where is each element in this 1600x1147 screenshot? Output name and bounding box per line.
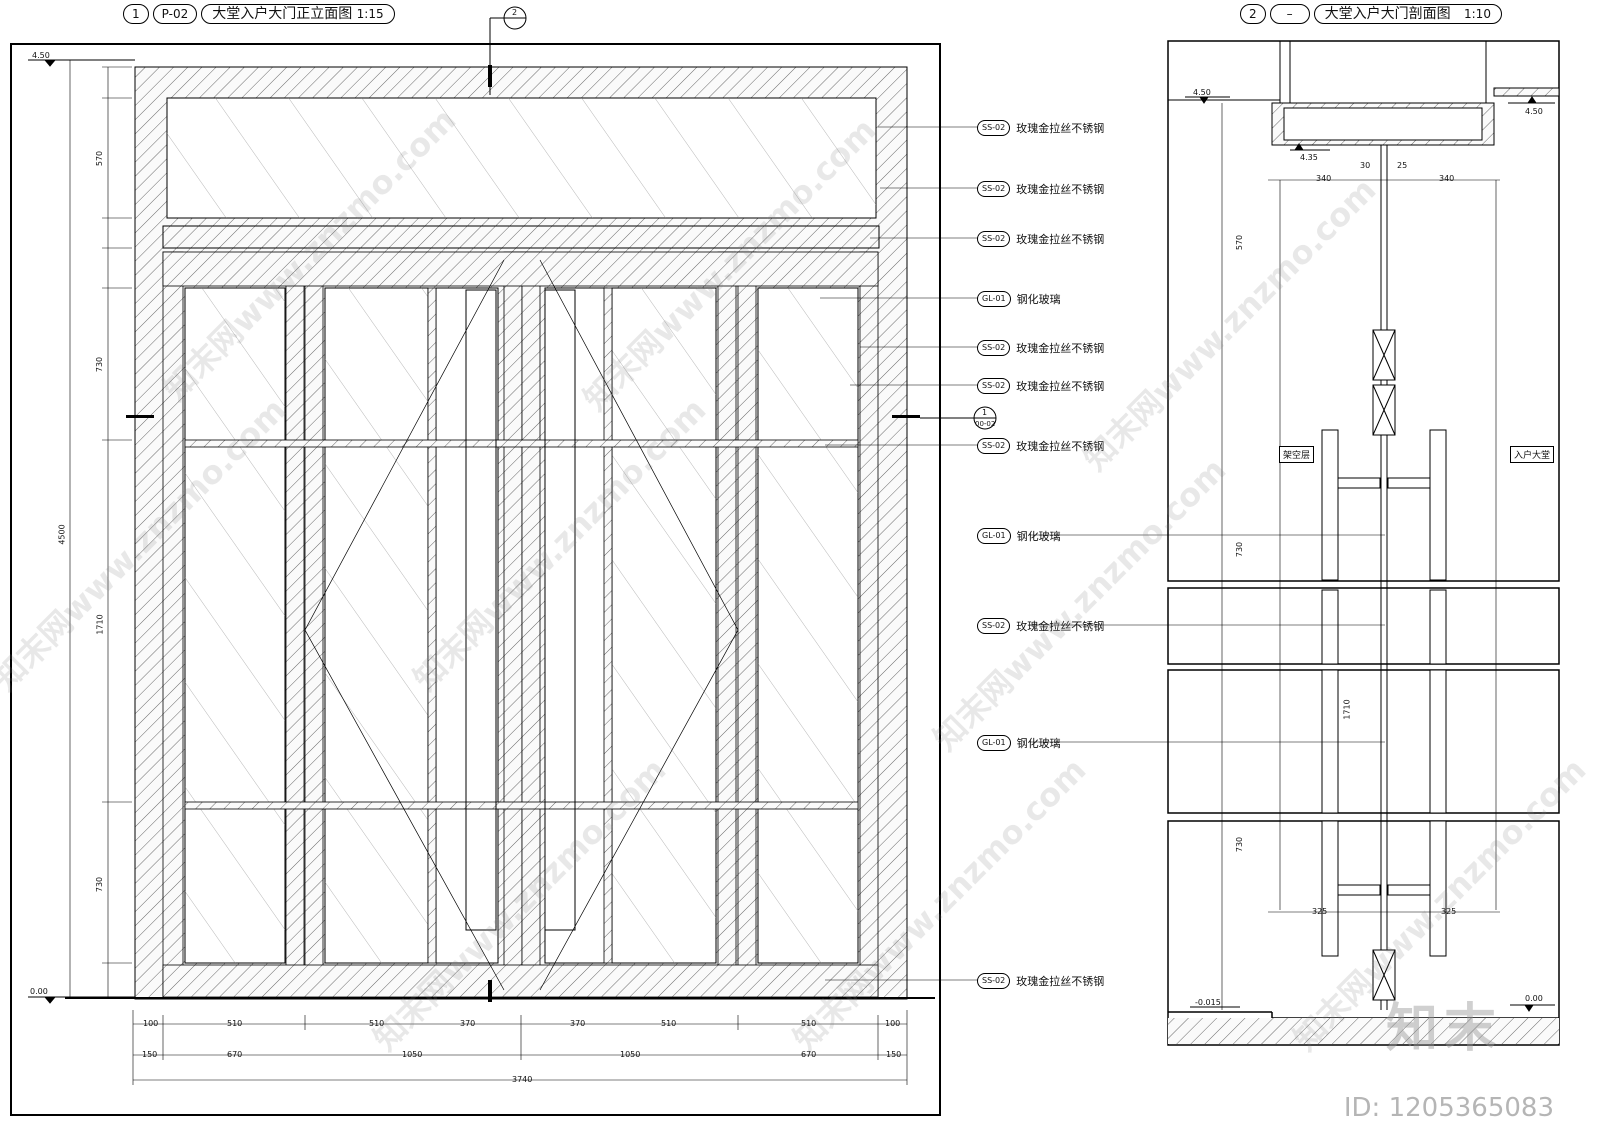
section-marker-right-code: 00-02: [975, 420, 996, 428]
sdim-1710: 1710: [1342, 699, 1352, 720]
level-bottom-label: 0.00: [30, 987, 48, 996]
section-panel-2: [1167, 587, 1560, 665]
vdim-1710: 1710: [95, 614, 105, 635]
sdim-340-b: 340: [1439, 174, 1455, 183]
bdim-100-a: 100: [143, 1019, 159, 1028]
section-level-bottom-right: 0.00: [1525, 994, 1543, 1003]
section-title-block: 2 – 大堂入户大门剖面图 1:10: [1240, 4, 1502, 24]
section-code: –: [1269, 4, 1310, 24]
bdim2-1050-b: 1050: [620, 1050, 641, 1059]
bdim-510-c: 510: [661, 1019, 677, 1028]
bdim-370-b: 370: [570, 1019, 586, 1028]
sdim-730-bottom: 730: [1235, 836, 1245, 853]
bdim2-1050-a: 1050: [402, 1050, 423, 1059]
elevation-index: 1: [123, 4, 149, 24]
elevation-code: P-02: [152, 4, 198, 24]
section-marker-top-label: 2: [512, 8, 518, 17]
overall-height-label: 4500: [57, 524, 67, 545]
room-left-label: 架空层: [1279, 446, 1315, 463]
room-right-label: 入户大堂: [1510, 446, 1555, 463]
handle-right: [544, 289, 576, 931]
sdim-570: 570: [1235, 234, 1245, 251]
bdim2-670-a: 670: [227, 1050, 243, 1059]
section-title: 大堂入户大门剖面图 1:10: [1313, 4, 1502, 24]
elevation-sheet-frame: [10, 43, 941, 1116]
level-top-label: 4.50: [32, 51, 50, 60]
bdim2-150-a: 150: [142, 1050, 158, 1059]
overall-width-label: 3740: [512, 1075, 533, 1084]
section-level-mid: 4.35: [1300, 153, 1318, 162]
sdim-325-a: 325: [1312, 907, 1328, 916]
section-level-top-left: 4.50: [1193, 88, 1211, 97]
elevation-title-block: 1 P-02 大堂入户大门正立面图 1:15: [123, 4, 395, 24]
handle-left: [465, 289, 497, 931]
sdim-325-b: 325: [1441, 907, 1457, 916]
sdim-30: 30: [1360, 161, 1371, 170]
bdim-510-b: 510: [369, 1019, 385, 1028]
watermark-id: ID: 1205365083: [1343, 1093, 1554, 1123]
watermark-logo: 知末: [1385, 999, 1502, 1059]
elevation-title: 大堂入户大门正立面图 1:15: [201, 4, 395, 24]
bdim2-670-b: 670: [801, 1050, 817, 1059]
vdim-730-top: 730: [95, 356, 105, 373]
sdim-730-top: 730: [1235, 541, 1245, 558]
section-panel-4: [1167, 820, 1560, 1046]
bdim-510-a: 510: [227, 1019, 243, 1028]
section-panel-1: [1167, 40, 1560, 582]
bdim-100-b: 100: [885, 1019, 901, 1028]
sdim-25: 25: [1397, 161, 1408, 170]
transom-bar: [162, 225, 880, 249]
vdim-730-bottom: 730: [95, 876, 105, 893]
sdim-340-a: 340: [1316, 174, 1332, 183]
section-level-bottom-left: -0.015: [1195, 998, 1221, 1007]
vdim-570: 570: [95, 150, 105, 167]
section-marker-right-label: 1: [982, 408, 988, 417]
section-level-top-right: 4.50: [1525, 107, 1543, 116]
bdim-370-a: 370: [460, 1019, 476, 1028]
bdim-510-d: 510: [801, 1019, 817, 1028]
bdim2-150-b: 150: [886, 1050, 902, 1059]
section-index: 2: [1240, 4, 1266, 24]
section-panel-3: [1167, 669, 1560, 814]
